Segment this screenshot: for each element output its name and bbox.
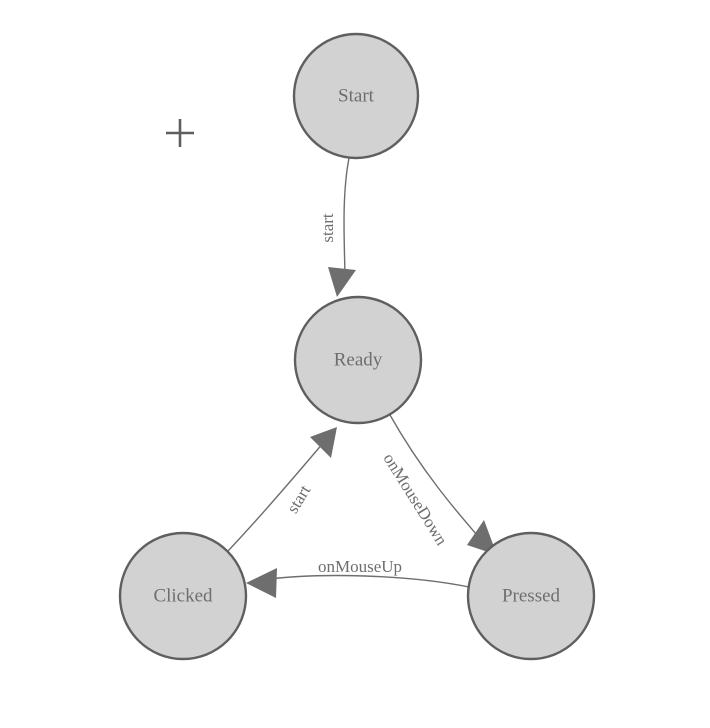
edge-clicked-to-ready[interactable]: start — [227, 427, 337, 552]
node-ready[interactable]: Ready — [293, 295, 423, 425]
arrowhead-icon — [310, 427, 337, 458]
node-start[interactable]: Start — [292, 32, 420, 160]
edge-label-start-to-ready: start — [318, 213, 337, 243]
node-label-pressed: Pressed — [502, 585, 561, 606]
arrowhead-icon — [467, 520, 497, 555]
node-shape — [466, 531, 596, 661]
edge-line — [261, 574, 470, 588]
arrowhead-icon — [328, 267, 356, 297]
edge-line — [343, 157, 350, 282]
plus-marker-icon — [166, 119, 194, 147]
node-shape — [293, 295, 423, 425]
node-shape — [292, 32, 420, 160]
edge-start-to-ready[interactable]: start — [318, 157, 356, 297]
edge-line — [389, 414, 485, 544]
edge-label-ready-to-pressed: onMouseDown — [380, 450, 452, 549]
edge-label-pressed-to-clicked: onMouseUp — [318, 557, 402, 576]
edge-line — [227, 441, 325, 552]
node-label-ready: Ready — [334, 349, 383, 370]
node-pressed[interactable]: Pressed — [466, 531, 596, 661]
node-shape — [118, 531, 248, 661]
node-label-clicked: Clicked — [153, 585, 213, 606]
edge-ready-to-pressed[interactable]: onMouseDown — [380, 414, 497, 555]
node-label-start: Start — [338, 85, 375, 106]
node-clicked[interactable]: Clicked — [118, 531, 248, 661]
edge-label-clicked-to-ready: start — [283, 482, 315, 517]
arrowhead-icon — [246, 568, 277, 598]
edge-pressed-to-clicked[interactable]: onMouseUp — [246, 557, 470, 598]
